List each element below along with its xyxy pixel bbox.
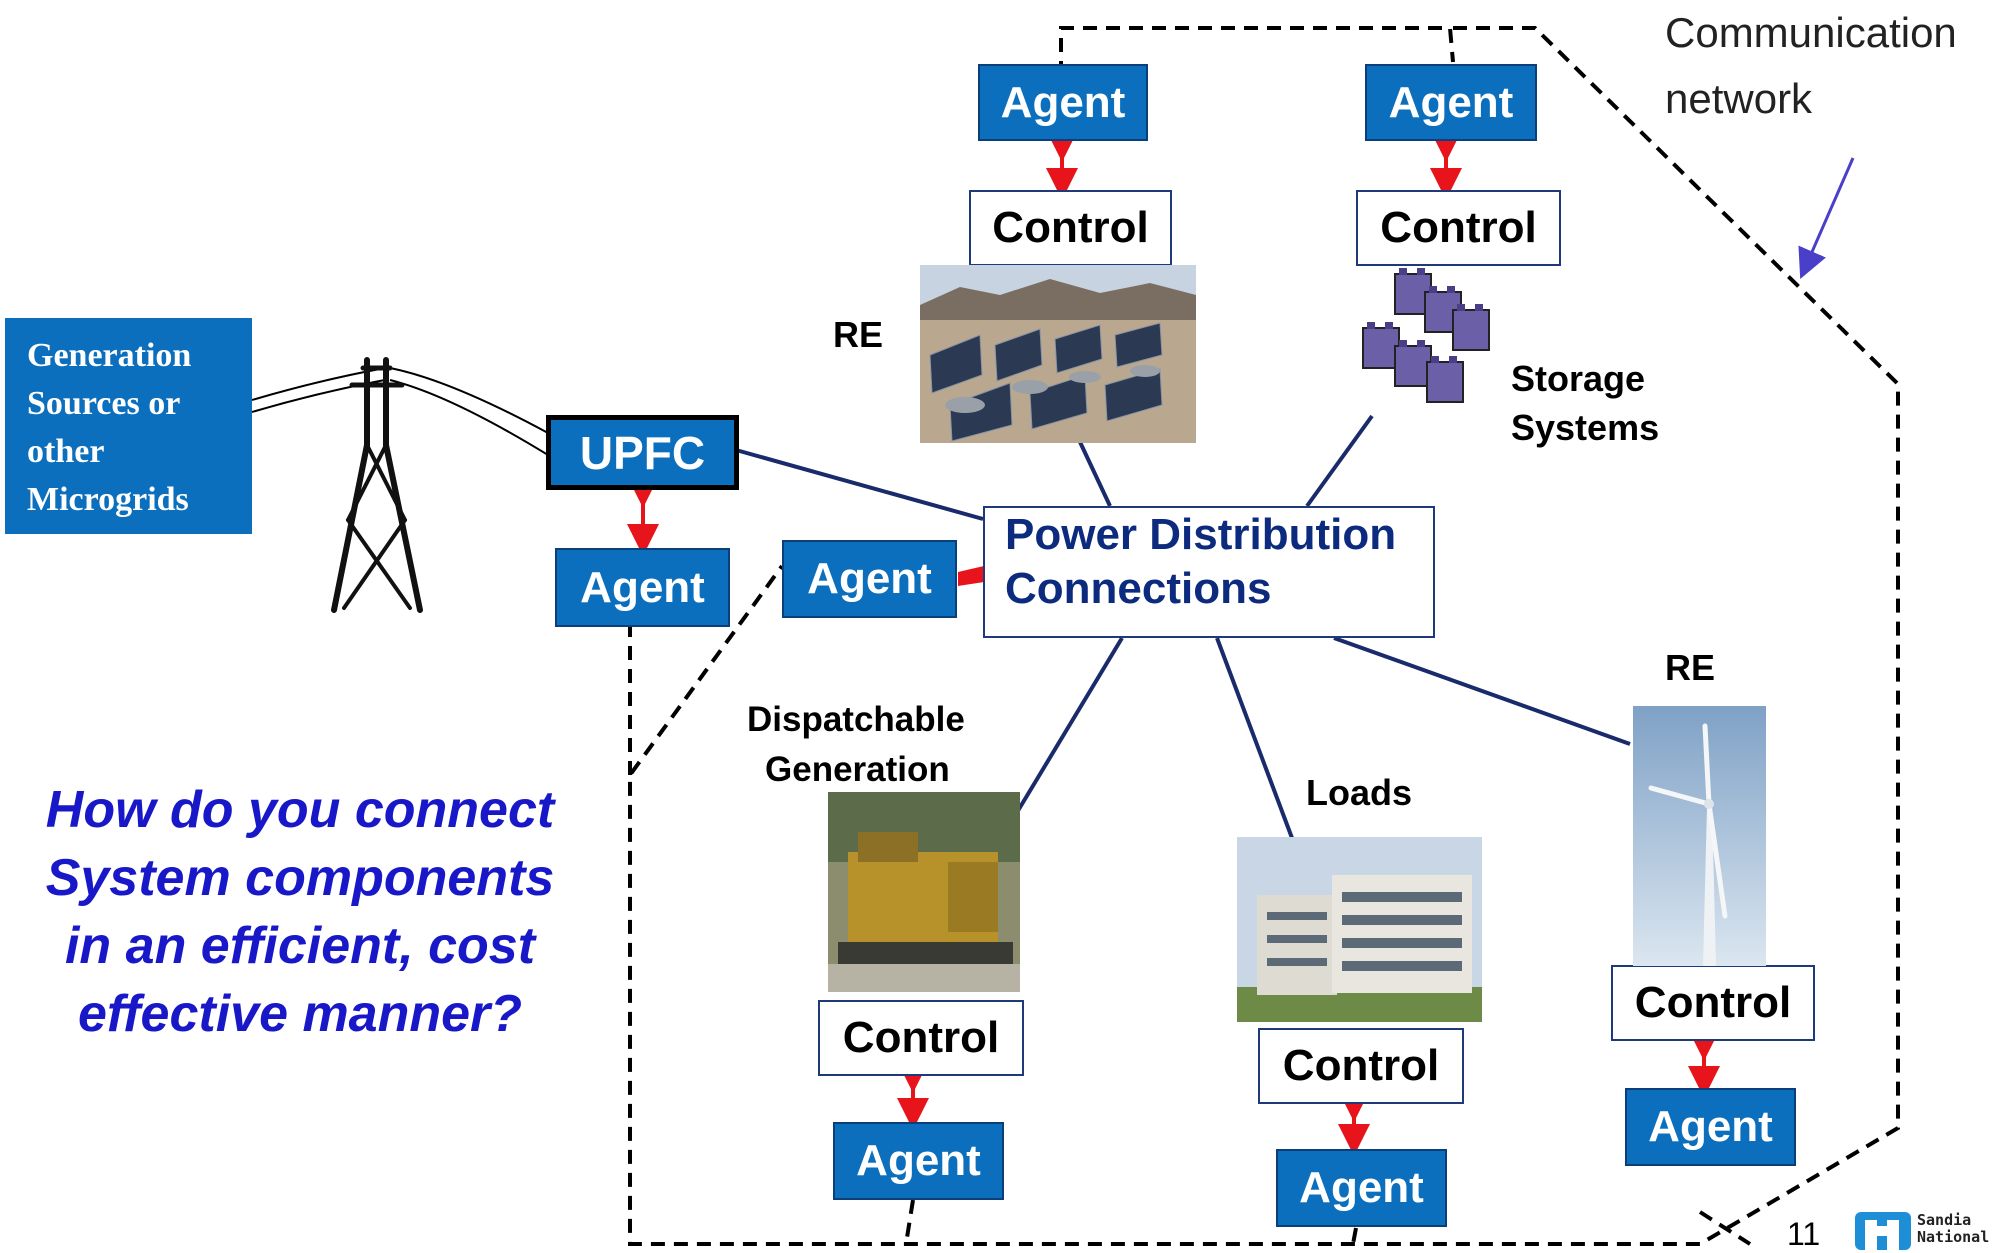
- communication-line-2: network: [1665, 75, 1813, 122]
- dispatchable-label-line1: Dispatchable: [747, 700, 965, 739]
- agent-solar: Agent: [978, 64, 1148, 141]
- agent-upfc: Agent: [555, 548, 730, 627]
- agent-distribution: Agent: [782, 540, 957, 618]
- agent-loads: Agent: [1276, 1149, 1447, 1227]
- generator-photo: [828, 792, 1020, 992]
- communication-network-dashed: [628, 26, 1900, 1246]
- question-line-3: in an efficient, cost: [64, 917, 536, 975]
- upfc-box: UPFC: [546, 415, 739, 490]
- communication-pointer-arrow: [1798, 157, 1855, 279]
- question-line-4: effective manner?: [77, 985, 523, 1043]
- communication-line-1: Communication: [1665, 9, 1957, 56]
- pdc-line-1: Power Distribution: [1005, 510, 1397, 559]
- logo-line-1: Sandia: [1917, 1211, 1972, 1229]
- control-storage: Control: [1356, 190, 1561, 266]
- agent-storage: Agent: [1365, 64, 1537, 141]
- question-text: How do you connect System components in …: [10, 776, 590, 1048]
- sandia-logo-icon: [1855, 1212, 1911, 1250]
- question-line-1: How do you connect: [45, 781, 555, 839]
- wind-turbine-photo: [1633, 706, 1766, 966]
- storage-label-line1: Storage: [1511, 358, 1646, 399]
- control-loads: Control: [1258, 1028, 1464, 1104]
- storage-batteries-icon: [1355, 262, 1495, 412]
- building-photo: [1237, 837, 1482, 1022]
- logo-line-2: National: [1917, 1228, 1990, 1246]
- control-solar: Control: [969, 190, 1172, 266]
- transmission-tower-icon: [331, 357, 423, 613]
- generation-line-2: Sources or: [27, 385, 181, 422]
- loads-label: Loads: [1306, 772, 1413, 813]
- generation-line-3: other: [27, 433, 105, 470]
- power-distribution-box: Power Distribution Connections: [983, 506, 1435, 638]
- question-line-2: System components: [45, 849, 555, 907]
- re-wind-label: RE: [1665, 647, 1716, 688]
- page-number: 11: [1787, 1216, 1821, 1252]
- dispatchable-label-line2: Generation: [765, 750, 950, 789]
- red-double-arrows: [627, 130, 1720, 1156]
- control-dispatchable: Control: [818, 1000, 1024, 1076]
- agent-wind: Agent: [1625, 1088, 1796, 1166]
- agent-dispatchable: Agent: [833, 1122, 1004, 1200]
- storage-label-line2: Systems: [1511, 407, 1660, 448]
- pdc-agent-connector: [958, 566, 984, 586]
- transmission-wires: [251, 367, 549, 456]
- control-wind: Control: [1611, 965, 1815, 1041]
- sandia-logo: Sandia National: [1855, 1212, 2005, 1250]
- generation-sources-box: Generation Sources or other Microgrids: [5, 318, 252, 534]
- re-solar-label: RE: [833, 314, 884, 355]
- generation-line-4: Microgrids: [27, 481, 189, 518]
- generation-line-1: Generation: [27, 337, 192, 374]
- distribution-lines: [735, 414, 1631, 839]
- pdc-line-2: Connections: [1005, 564, 1272, 613]
- solar-panels-photo: [920, 265, 1196, 443]
- communication-network-label: Communication network: [1665, 0, 1957, 132]
